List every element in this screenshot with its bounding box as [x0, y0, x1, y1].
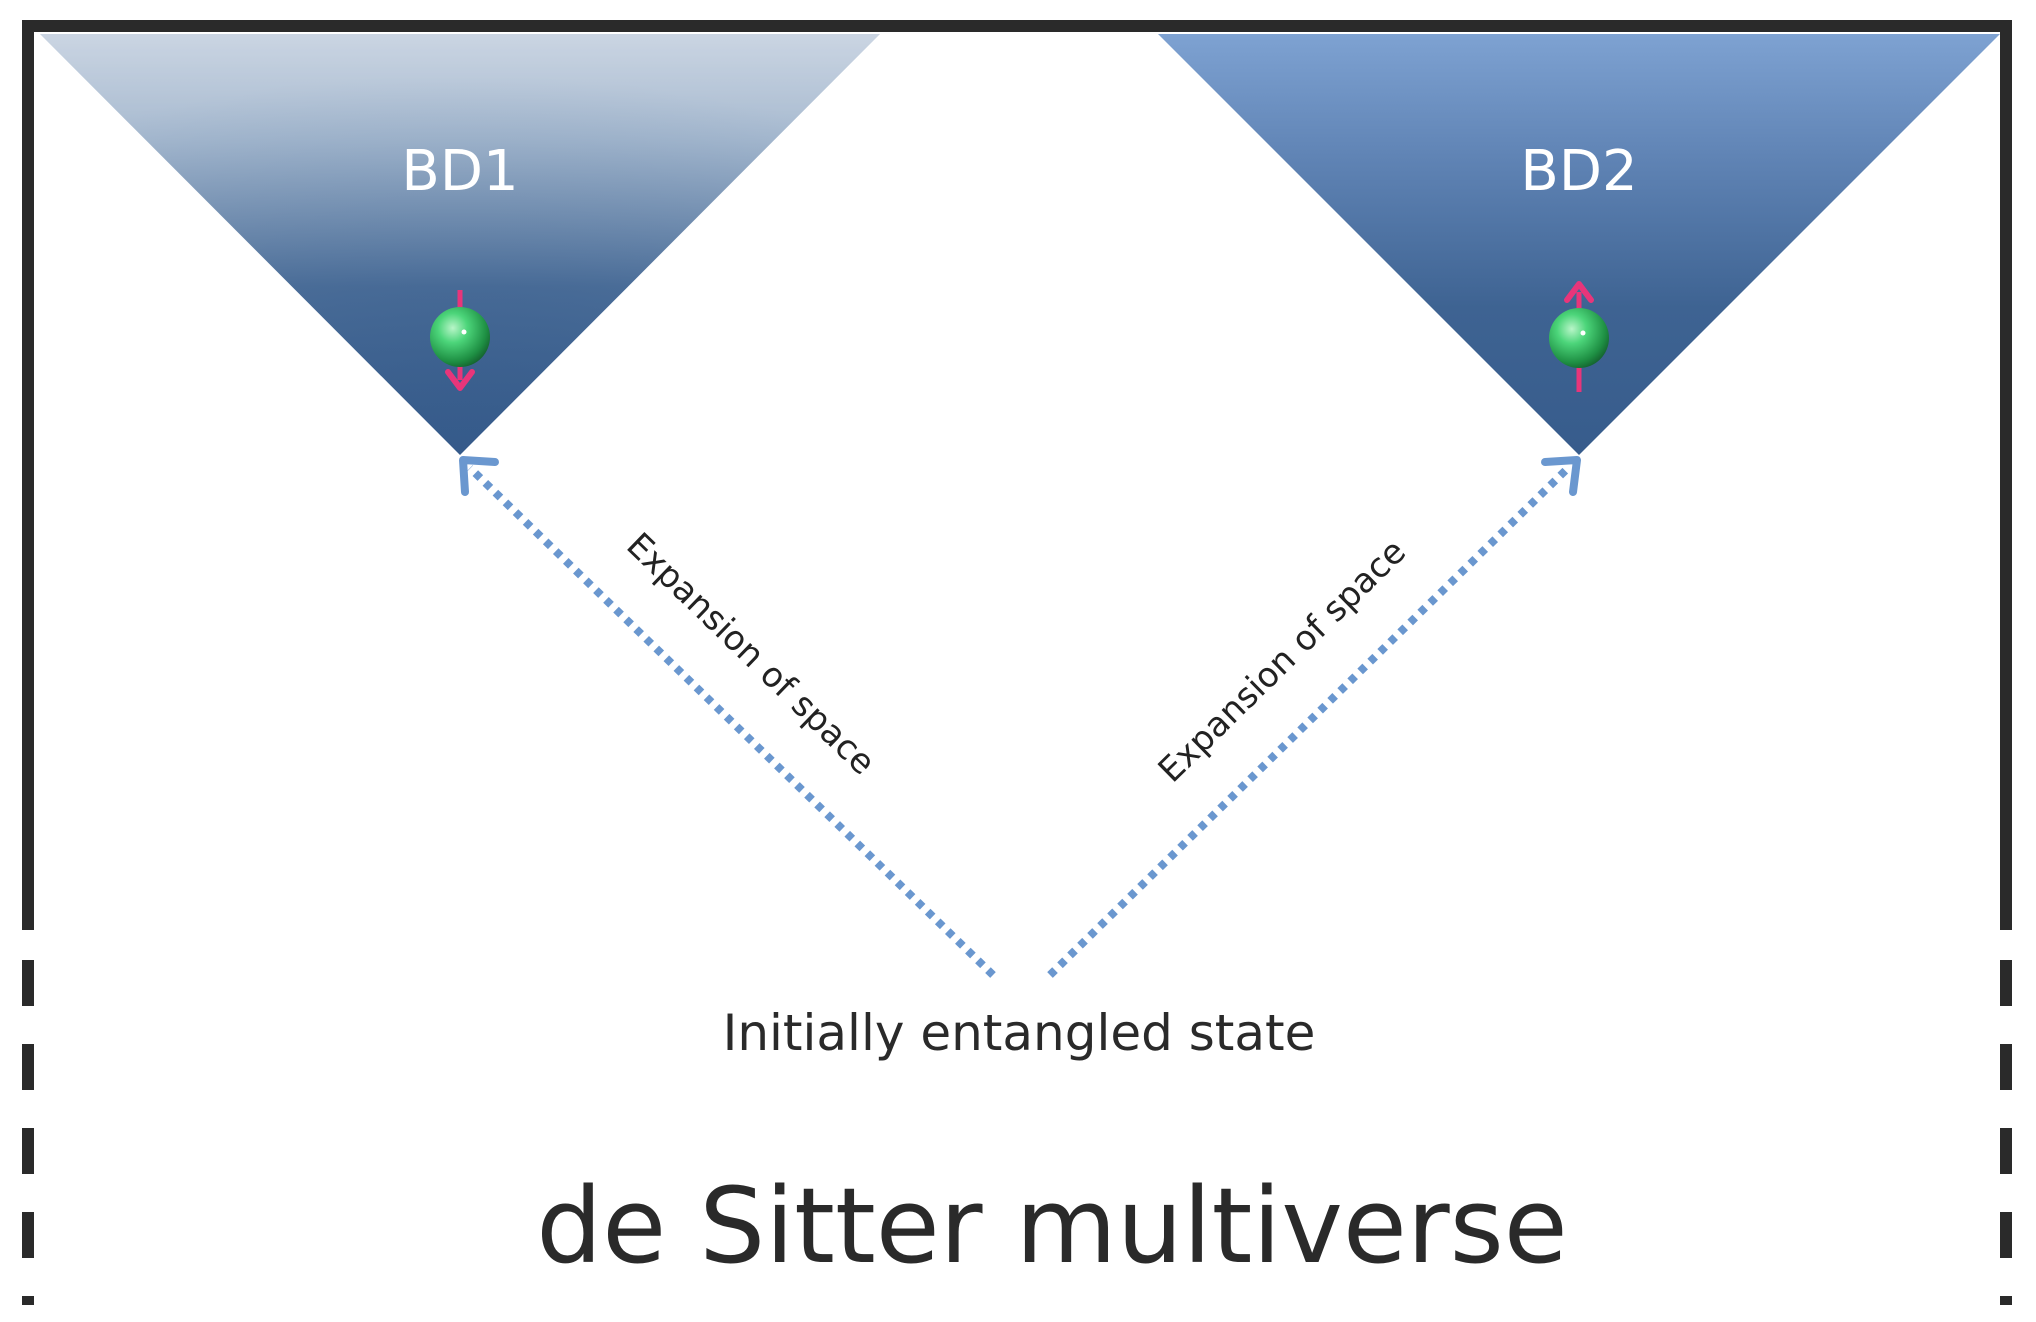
- green-sphere-particle-icon: [1549, 308, 1609, 368]
- diagram-caption: de Sitter multiverse: [536, 1165, 1568, 1287]
- expansion-arrow-right: [1047, 456, 1581, 978]
- spin-up-particle-icon: [1549, 281, 1609, 392]
- bubble-bd2: BD2: [1158, 34, 2000, 455]
- spin-down-particle-icon: [430, 290, 490, 391]
- expansion-arrow-left: [459, 456, 996, 978]
- bubble-bd2-cone: [1158, 34, 2000, 455]
- bubble-bd1-label: BD1: [401, 139, 518, 204]
- frame-top-and-sides: [22, 20, 2012, 930]
- origin-label: Initially entangled state: [723, 1004, 1316, 1062]
- bubble-bd2-label: BD2: [1520, 139, 1637, 204]
- spacetime-frame: [22, 20, 2012, 1305]
- green-sphere-particle-icon: [430, 307, 490, 367]
- bubble-bd1: BD1: [40, 34, 880, 455]
